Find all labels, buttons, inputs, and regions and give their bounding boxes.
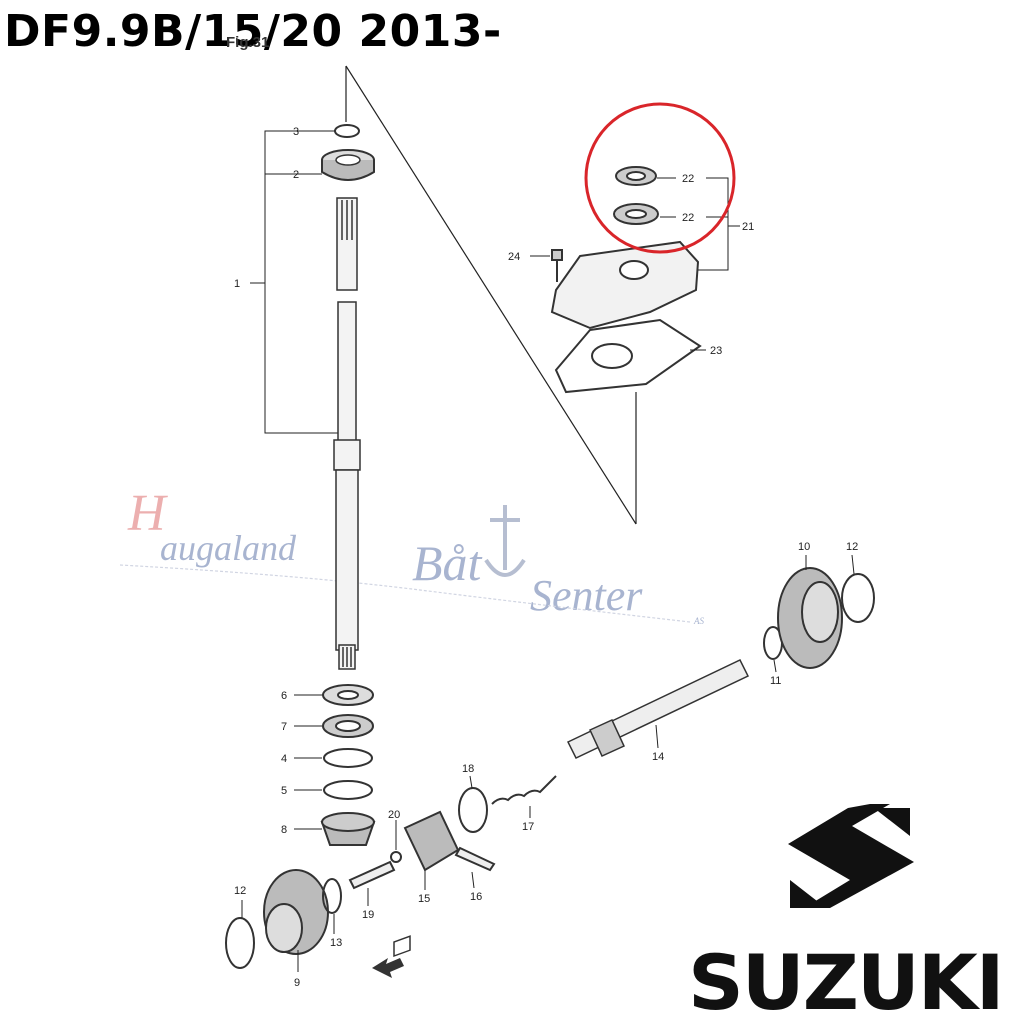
part-22-oil-seal-lower (613, 203, 659, 225)
part-23-gasket (554, 318, 702, 394)
callout-1: 1 (234, 278, 240, 290)
part-22-oil-seal-upper (615, 166, 657, 186)
part-12-shim-right (841, 573, 875, 623)
part-15-clutch (403, 810, 460, 872)
suzuki-s-logo-icon (788, 804, 914, 908)
watermark-word3: Senter (530, 571, 643, 620)
clutch-parts (348, 775, 557, 890)
part-13-ring (322, 878, 342, 914)
callout-10: 10 (798, 541, 810, 553)
callout-2: 2 (293, 169, 299, 181)
callout-9: 9 (294, 977, 300, 989)
callout-12-left: 12 (234, 885, 246, 897)
reference-lines (345, 65, 637, 525)
callout-19: 19 (362, 909, 374, 921)
watermark-suffix: AS (693, 616, 704, 626)
part-5-shim (323, 780, 373, 800)
callout-3: 3 (293, 126, 299, 138)
shaft-stack-parts (320, 684, 376, 846)
part-4-shim (323, 748, 373, 768)
suzuki-brand-wordmark: SUZUKI (688, 938, 1005, 1027)
callout-8: 8 (281, 824, 287, 836)
part-1-drive-shaft (333, 197, 361, 670)
callout-15: 15 (418, 893, 430, 905)
part-18-ring (458, 787, 488, 833)
watermark-initial: H (127, 485, 168, 542)
part-16-pin (454, 846, 496, 872)
figure-reference: Fig.31 (226, 34, 270, 51)
callout-16: 16 (470, 891, 482, 903)
watermark-word1: augaland (160, 528, 297, 568)
callout-4: 4 (281, 753, 287, 765)
callout-12-right: 12 (846, 541, 858, 553)
callout-11: 11 (770, 675, 781, 687)
callout-labels: 1 2 3 4 5 6 7 8 9 10 11 12 12 13 14 15 1… (234, 126, 858, 989)
direction-arrow-icon (372, 935, 411, 978)
callout-18: 18 (462, 763, 474, 775)
callout-17: 17 (522, 821, 534, 833)
callout-24: 24 (508, 251, 520, 263)
callout-13: 13 (330, 937, 342, 949)
lower-left-parts (225, 869, 342, 969)
callout-14: 14 (652, 751, 664, 763)
callout-21: 21 (742, 221, 754, 233)
upper-right-gear-parts (763, 567, 875, 669)
callout-22-lower: 22 (682, 212, 694, 224)
part-21-housing (550, 240, 700, 330)
callout-23: 23 (710, 345, 722, 357)
part-2-bearing (321, 149, 375, 181)
highlight-circle (584, 102, 736, 254)
leader-lines (241, 130, 855, 972)
part-3-circlip (334, 124, 360, 138)
part-12-shim-left (225, 917, 255, 969)
callout-7: 7 (281, 721, 287, 733)
part-20-pin (390, 851, 402, 863)
watermark-word2: Båt (412, 535, 483, 591)
callout-22-upper: 22 (682, 173, 694, 185)
callout-6: 6 (281, 690, 287, 702)
callout-20: 20 (388, 809, 400, 821)
watermark: H augaland Båt Senter AS (119, 485, 704, 626)
part-17-spring (491, 775, 557, 805)
part-19-pin (348, 860, 396, 890)
diagram-title: DF9.9B/15/20 2013- (4, 6, 502, 57)
part-14-propeller-shaft (566, 659, 750, 759)
part-24-bolt (551, 249, 563, 282)
pump-case-parts (550, 166, 702, 394)
callout-5: 5 (281, 785, 287, 797)
